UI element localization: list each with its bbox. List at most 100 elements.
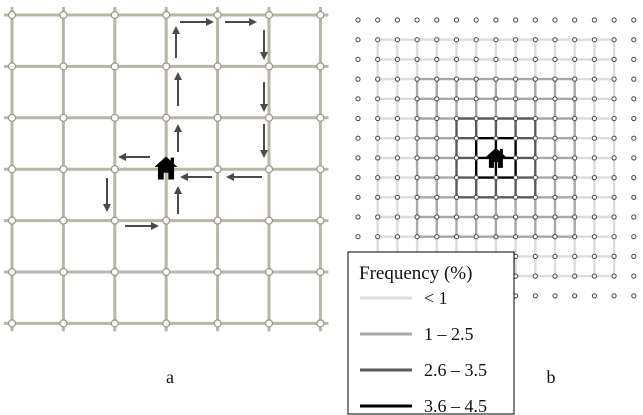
grid-node: [493, 96, 499, 102]
grid-node: [532, 155, 538, 161]
intersection-node: [110, 267, 119, 277]
intersection-node: [59, 216, 68, 225]
grid-node: [552, 293, 558, 299]
intersection-node: [162, 10, 171, 20]
intersection-node: [264, 216, 274, 225]
grid-node: [631, 115, 637, 122]
grid-node: [434, 96, 440, 102]
grid-node: [513, 96, 519, 102]
grid-node: [355, 37, 361, 43]
intersection-node: [162, 113, 171, 122]
grid-node: [453, 76, 460, 82]
grid-node: [572, 155, 578, 161]
panel-label-a: a: [166, 367, 174, 387]
frequency-legend: Frequency (%) < 11 – 2.52.6 – 3.53.6 – 4…: [347, 251, 515, 415]
grid-node: [375, 135, 381, 141]
grid-node: [414, 155, 420, 161]
intersection-node: [316, 267, 325, 277]
grid-node: [453, 175, 460, 181]
grid-node: [572, 56, 578, 63]
grid-node: [453, 115, 460, 122]
grid-node: [493, 135, 499, 141]
grid-node: [493, 76, 499, 82]
grid-node: [552, 175, 558, 181]
grid-node: [631, 76, 637, 82]
grid-node: [394, 155, 400, 161]
grid-node: [434, 115, 440, 122]
grid-node: [434, 155, 440, 161]
grid-node: [611, 135, 617, 141]
grid-node: [591, 234, 598, 240]
grid-node: [375, 175, 381, 181]
legend-title: Frequency (%): [359, 263, 472, 284]
intersection-node: [213, 10, 222, 20]
grid-node: [473, 135, 479, 141]
intersection-node: [213, 113, 222, 122]
grid-node: [591, 273, 598, 279]
grid-node: [611, 76, 617, 82]
grid-node: [552, 115, 558, 122]
grid-node: [414, 175, 420, 181]
grid-node: [631, 175, 637, 181]
intersection-node: [316, 165, 325, 174]
grid-node: [572, 253, 578, 259]
grid-node: [631, 17, 637, 23]
grid-node: [473, 155, 479, 161]
intersection-node: [264, 113, 274, 122]
grid-node: [414, 17, 420, 23]
grid-node: [572, 17, 578, 23]
intersection-node: [7, 319, 17, 328]
grid-node: [611, 37, 617, 43]
grid-node: [453, 17, 460, 23]
grid-node: [591, 135, 598, 141]
legend-item-label: 1 – 2.5: [424, 324, 474, 344]
grid-node: [552, 135, 558, 141]
grid-node: [355, 234, 361, 240]
intersection-node: [59, 267, 68, 277]
grid-node: [513, 76, 519, 82]
grid-node: [631, 293, 637, 299]
intersection-node: [264, 10, 274, 20]
grid-node: [532, 76, 538, 82]
grid-node: [611, 253, 617, 259]
grid-node: [473, 56, 479, 63]
grid-node: [532, 214, 538, 220]
grid-node: [591, 76, 598, 82]
grid-node: [453, 194, 460, 200]
grid-node: [572, 37, 578, 43]
grid-node: [572, 76, 578, 82]
panel-label-b: b: [547, 367, 556, 387]
grid-node: [572, 115, 578, 122]
grid-node: [453, 37, 460, 43]
grid-node: [631, 37, 637, 43]
grid-node: [552, 214, 558, 220]
intersection-node: [162, 267, 171, 277]
grid-node: [473, 175, 479, 181]
intersection-node: [316, 319, 325, 328]
intersection-node: [264, 165, 274, 174]
grid-node: [394, 175, 400, 181]
grid-node: [375, 115, 381, 122]
grid-node: [375, 214, 381, 220]
grid-node: [532, 56, 538, 63]
grid-node: [631, 234, 637, 240]
intersection-node: [7, 216, 17, 225]
grid-node: [473, 194, 479, 200]
grid-node: [532, 234, 538, 240]
grid-node: [513, 135, 519, 141]
grid-node: [611, 214, 617, 220]
grid-node: [355, 17, 361, 23]
grid-node: [532, 37, 538, 43]
grid-node: [414, 135, 420, 141]
intersection-node: [213, 216, 222, 225]
grid-node: [513, 194, 519, 200]
grid-node: [572, 135, 578, 141]
grid-node: [355, 135, 361, 141]
grid-node: [414, 76, 420, 82]
grid-node: [375, 234, 381, 240]
grid-node: [394, 76, 400, 82]
grid-node: [453, 135, 460, 141]
grid-node: [355, 96, 361, 102]
grid-node: [453, 234, 460, 240]
